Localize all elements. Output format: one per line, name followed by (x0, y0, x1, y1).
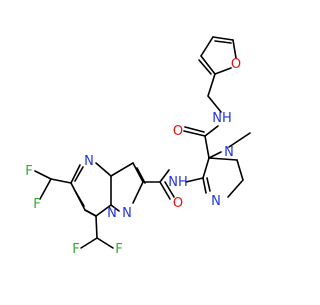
bond (207, 95, 222, 113)
fluorine-label: F (115, 242, 122, 257)
bond (207, 73, 216, 97)
bond (34, 170, 52, 180)
bond (132, 181, 144, 204)
bond (228, 132, 251, 148)
bond (232, 39, 237, 59)
bond (164, 181, 175, 198)
bond (50, 178, 72, 184)
bond (208, 157, 238, 161)
bond (110, 162, 134, 177)
bond (159, 169, 170, 183)
bond (214, 40, 232, 44)
bond (136, 167, 146, 184)
bond (80, 237, 98, 249)
bond (39, 178, 52, 200)
amide-nh-label: NH (212, 111, 232, 126)
nitrogen-label: N (107, 206, 117, 221)
oxygen-label: O (173, 124, 183, 139)
bond (73, 188, 85, 207)
fluorine-label: F (72, 242, 79, 257)
bond (95, 215, 98, 239)
oxygen-label: O (173, 196, 183, 211)
bond (202, 157, 210, 179)
bond (202, 177, 207, 194)
atom-label-layer: F F F F N N N NH O N N O NH O (25, 57, 241, 257)
bond (96, 237, 114, 249)
nitrogen-label: N (211, 194, 221, 209)
bond (204, 125, 219, 137)
bond (208, 151, 222, 159)
bond (184, 126, 205, 133)
bond (95, 204, 112, 217)
furan-oxygen-label: O (231, 57, 241, 72)
nitrogen-label: N (224, 145, 234, 160)
bond (198, 59, 212, 75)
bond (110, 204, 120, 212)
bond (204, 135, 210, 159)
nitrogen-label: N (84, 154, 94, 169)
bond (74, 166, 84, 182)
bond (227, 179, 244, 198)
bond (185, 177, 204, 183)
bond-layer (34, 36, 251, 249)
fluorine-label: F (33, 197, 40, 212)
bond (183, 130, 206, 137)
fluorine-label: F (25, 164, 32, 179)
bond (206, 177, 211, 192)
bond (159, 181, 171, 200)
bond (200, 55, 216, 75)
bond (95, 162, 112, 177)
bond (84, 209, 97, 217)
bond (236, 159, 244, 181)
bond (212, 36, 234, 41)
bond (200, 36, 214, 57)
nitrogen-label: N (122, 206, 132, 221)
molecule-canvas: F F F F N N N NH O N N O NH O (25, 36, 251, 257)
molecule-diagram: F F F F N N N NH O N N O NH O (25, 36, 251, 257)
bond (70, 164, 81, 184)
amide-nh-label: NH (168, 175, 188, 190)
bond (214, 67, 232, 75)
bond (132, 162, 144, 183)
